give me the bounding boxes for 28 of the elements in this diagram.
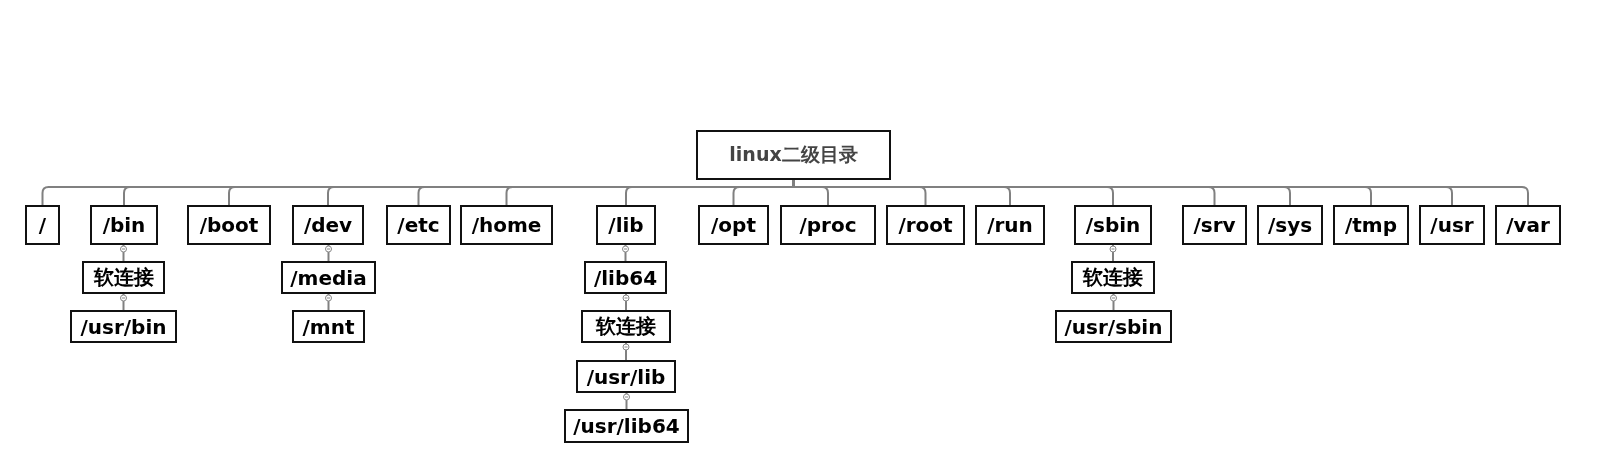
directory-box: /opt — [698, 205, 769, 245]
directory-box: /proc — [780, 205, 876, 245]
root-topic-box: linux二级目录 — [696, 130, 891, 180]
directory-box: /srv — [1182, 205, 1247, 245]
directory-box: /sys — [1257, 205, 1323, 245]
directory-box: /var — [1495, 205, 1561, 245]
directory-box: /run — [975, 205, 1045, 245]
directory-box: /sbin — [1074, 205, 1152, 245]
directory-box: /tmp — [1333, 205, 1409, 245]
directory-box: /usr/lib — [576, 360, 676, 393]
directory-box: /lib — [596, 205, 656, 245]
directory-box: /dev — [292, 205, 364, 245]
directory-box: /home — [460, 205, 553, 245]
directory-box: 软连接 — [581, 310, 671, 343]
directory-box: /usr — [1419, 205, 1485, 245]
directory-box: /media — [281, 261, 376, 294]
directory-box: /usr/bin — [70, 310, 177, 343]
directory-box: /usr/sbin — [1055, 310, 1172, 343]
directory-box: 软连接 — [1071, 261, 1155, 294]
directory-box: / — [25, 205, 60, 245]
directory-box: /bin — [90, 205, 158, 245]
directory-box: /etc — [386, 205, 451, 245]
directory-box: /lib64 — [584, 261, 667, 294]
directory-box: 软连接 — [82, 261, 165, 294]
directory-box: /root — [886, 205, 965, 245]
directory-box: /boot — [187, 205, 271, 245]
directory-box: /mnt — [292, 310, 365, 343]
directory-box: /usr/lib64 — [564, 409, 689, 443]
